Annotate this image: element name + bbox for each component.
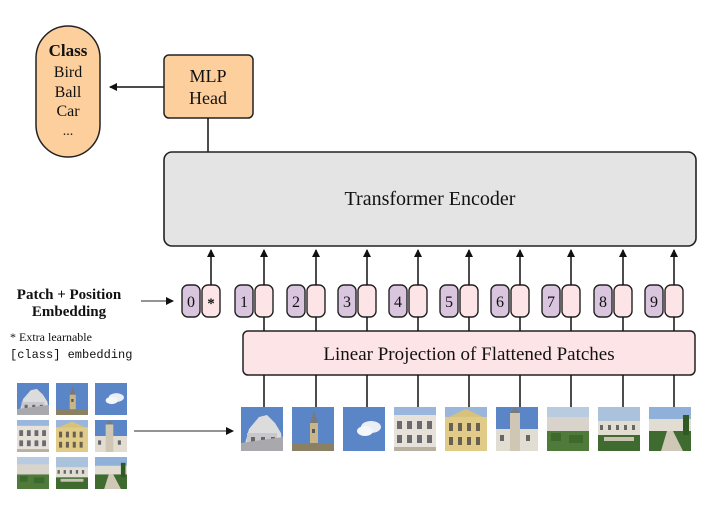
class-box bbox=[35, 25, 101, 158]
patch-embedding bbox=[664, 284, 684, 318]
position-index: 7 bbox=[547, 294, 555, 311]
position-embedding bbox=[644, 284, 664, 318]
position-index: 9 bbox=[650, 294, 658, 311]
embedding-label-line2: Embedding bbox=[32, 304, 107, 320]
patch-embedding bbox=[613, 284, 633, 318]
patch-sequence bbox=[241, 375, 691, 451]
patch-embedding bbox=[357, 284, 377, 318]
token-0: 0* bbox=[181, 249, 221, 318]
mlp-head-label-line1: MLP bbox=[189, 66, 226, 86]
grid-patch-3 bbox=[95, 383, 127, 415]
grid-patch-5 bbox=[56, 420, 88, 452]
position-embedding bbox=[337, 284, 357, 318]
grid-patch-1 bbox=[17, 383, 49, 415]
note-line1: * Extra learnable bbox=[10, 330, 92, 344]
grid-patch-2 bbox=[56, 383, 88, 415]
patch-embedding bbox=[306, 284, 326, 318]
note-line2: [class] embedding bbox=[10, 348, 132, 362]
grid-patch-7 bbox=[17, 457, 49, 489]
position-embedding bbox=[593, 284, 613, 318]
position-embedding bbox=[439, 284, 459, 318]
grid-patch-9 bbox=[95, 457, 127, 489]
position-index: 0 bbox=[187, 294, 195, 311]
position-embedding bbox=[541, 284, 561, 318]
mlp-head-label-line2: Head bbox=[189, 88, 227, 108]
patch-embedding bbox=[408, 284, 428, 318]
patch-embedding bbox=[561, 284, 581, 318]
token-6: 6 bbox=[490, 249, 530, 331]
token-9: 9 bbox=[644, 249, 684, 331]
input-image-grid bbox=[17, 383, 127, 489]
token-1: 1 bbox=[234, 249, 274, 331]
class-title: Class bbox=[49, 41, 88, 60]
token-4: 4 bbox=[388, 249, 428, 331]
transformer-encoder: Transformer Encoder bbox=[163, 151, 697, 247]
linear-projection: Linear Projection of Flattened Patches bbox=[242, 330, 696, 376]
position-index: 1 bbox=[240, 294, 248, 311]
position-index: 3 bbox=[343, 294, 351, 311]
class-item: Ball bbox=[55, 84, 82, 101]
position-index: 6 bbox=[496, 294, 504, 311]
position-index: 5 bbox=[445, 294, 453, 311]
grid-patch-8 bbox=[56, 457, 88, 489]
position-index: 2 bbox=[292, 294, 300, 311]
patch-thumbnail-1 bbox=[241, 407, 283, 451]
patch-thumbnail-6 bbox=[496, 407, 538, 451]
class-item: Bird bbox=[54, 64, 82, 81]
patch-thumbnail-7 bbox=[547, 407, 589, 451]
token-7: 7 bbox=[541, 249, 581, 331]
transformer-encoder-label: Transformer Encoder bbox=[345, 188, 516, 210]
token-5: 5 bbox=[439, 249, 479, 331]
linear-projection-label: Linear Projection of Flattened Patches bbox=[323, 344, 614, 365]
patch-embedding bbox=[510, 284, 530, 318]
token-3: 3 bbox=[337, 249, 377, 331]
position-embedding bbox=[388, 284, 408, 318]
position-index: 8 bbox=[599, 294, 607, 311]
patch-thumbnail-9 bbox=[649, 407, 691, 451]
token-2: 2 bbox=[286, 249, 326, 331]
patch-thumbnail-4 bbox=[394, 407, 436, 451]
class-output: Class Bird Ball Car ... bbox=[35, 25, 101, 158]
position-index: 4 bbox=[394, 294, 402, 311]
patch-thumbnail-5 bbox=[445, 407, 487, 451]
patch-thumbnail-2 bbox=[292, 407, 334, 451]
grid-patch-6 bbox=[95, 420, 127, 452]
grid-patch-4 bbox=[17, 420, 49, 452]
patch-thumbnail-8 bbox=[598, 407, 640, 451]
class-token-marker: * bbox=[207, 296, 215, 312]
patch-embedding bbox=[459, 284, 479, 318]
token-8: 8 bbox=[593, 249, 633, 331]
class-item: ... bbox=[63, 124, 74, 139]
mlp-head: MLP Head bbox=[163, 54, 254, 119]
patch-embedding bbox=[254, 284, 274, 318]
position-embedding bbox=[286, 284, 306, 318]
patch-thumbnail-3 bbox=[343, 407, 385, 451]
position-embedding bbox=[234, 284, 254, 318]
position-embedding bbox=[181, 284, 201, 318]
class-item: Car bbox=[56, 103, 80, 120]
position-embedding bbox=[490, 284, 510, 318]
mlp-head-box bbox=[163, 54, 254, 119]
transformer-encoder-box bbox=[163, 151, 697, 247]
embedding-label-line1: Patch + Position bbox=[17, 287, 122, 303]
